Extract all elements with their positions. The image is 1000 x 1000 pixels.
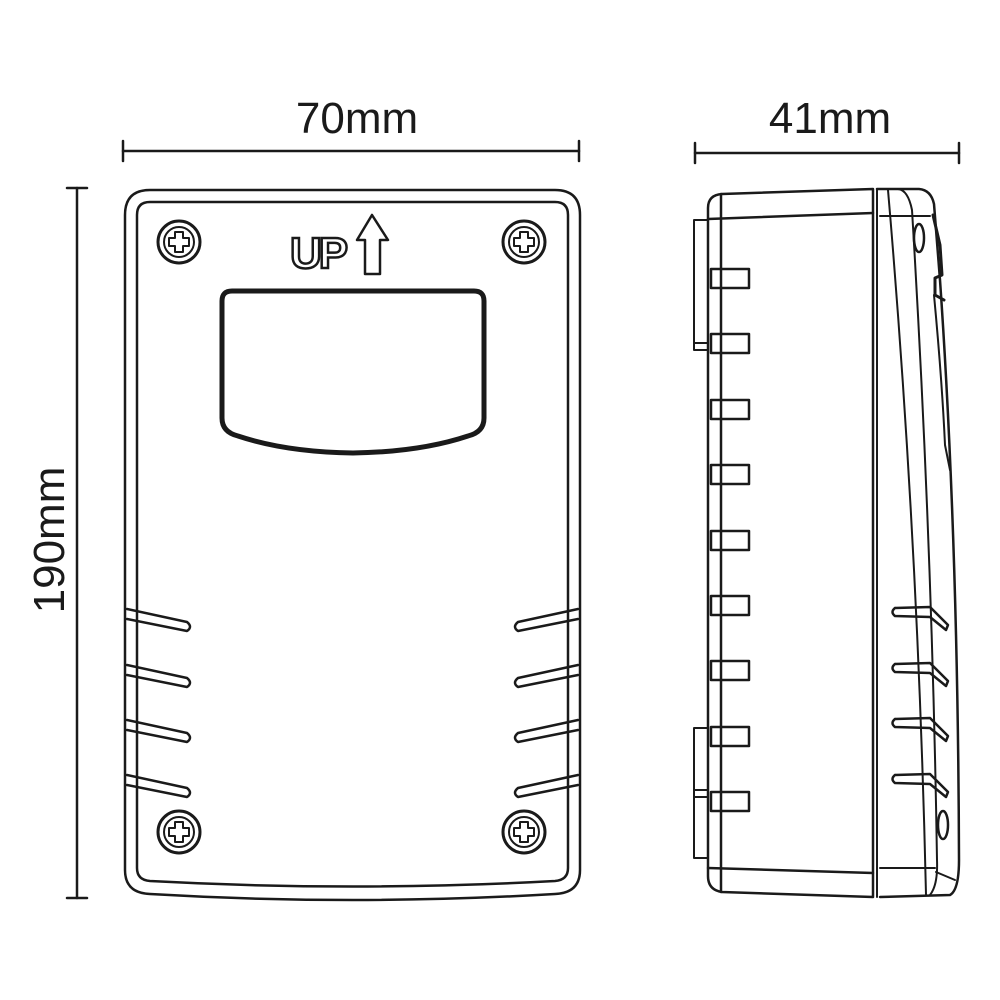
vent-slots-right (513, 607, 580, 799)
vent-slots-left (125, 607, 192, 799)
screw-icon (501, 809, 547, 855)
depth-label: 41mm (769, 94, 891, 143)
vent-slots-side (891, 605, 950, 799)
side-view (693, 187, 961, 899)
up-arrow-icon (355, 213, 390, 276)
side-hole (912, 222, 926, 254)
display-window (219, 288, 487, 456)
height-label: 190mm (25, 467, 74, 614)
depth-dimension: 41mm (693, 94, 961, 165)
front-view: UP (123, 188, 582, 902)
screw-icon (156, 219, 202, 265)
screw-icon (501, 219, 547, 265)
mounting-tabs (709, 267, 751, 813)
width-dimension: 70mm (121, 94, 581, 163)
screw-icon (156, 809, 202, 855)
side-hole (936, 809, 950, 841)
height-dimension: 190mm (25, 186, 89, 900)
width-label: 70mm (296, 94, 418, 143)
up-marking: UP (290, 229, 347, 278)
